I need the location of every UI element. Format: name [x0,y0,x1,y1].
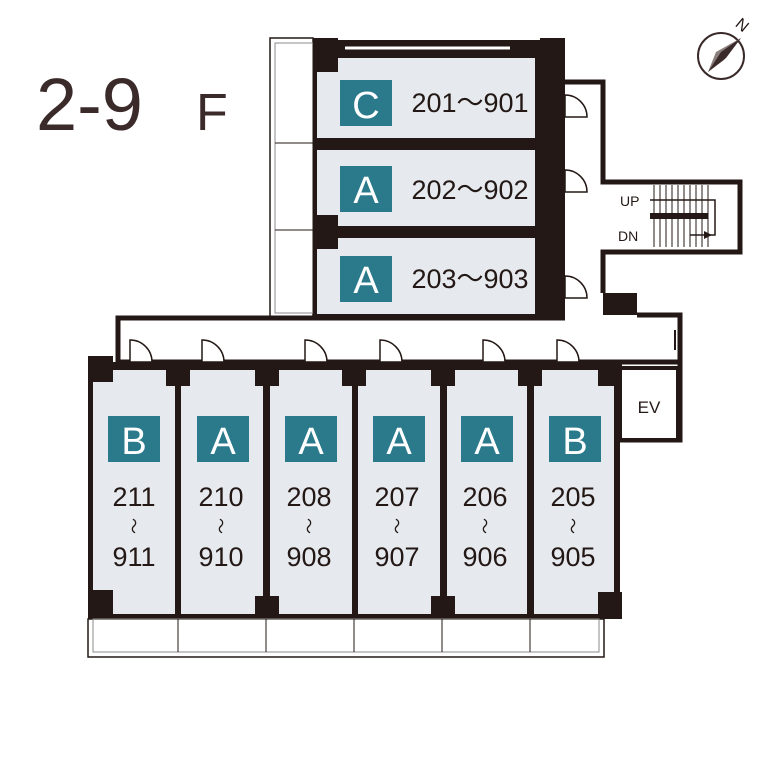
unit-type-badge [285,416,337,462]
unit-type-badge [461,416,513,462]
unit-number-range: 203～903 [411,264,528,294]
unit-type-letter: A [210,421,236,463]
unit-type-letter: A [353,260,379,302]
unit-number-bottom: 905 [550,542,595,572]
unit-number-top: 207 [374,482,419,512]
elevator: EV [618,366,680,442]
unit-room: C 201～901 [313,40,565,143]
north-doors [564,94,588,299]
unit-type-badge [340,256,392,302]
north-units: C 201～901 A 202～902 A 203～903 [313,38,565,320]
unit-type-badge [197,416,249,462]
stairs: UP DN [618,185,732,247]
unit-type-letter: A [298,421,324,463]
stairs-down-label: DN [618,228,638,244]
south-building [88,362,620,619]
north-balcony [269,37,314,319]
unit-number-top: 210 [198,482,243,512]
unit-type-badge [108,416,160,462]
unit-number-bottom: 906 [462,542,507,572]
compass-north-label: N [732,15,752,35]
compass: N [697,15,752,80]
south-pillars [88,356,622,619]
unit-room: A 203～903 [313,230,565,320]
unit-type-badge [340,166,392,212]
unit-room: A 206 〜 906 [447,370,527,614]
floor-suffix: F [196,84,228,142]
unit-number-bottom: 910 [198,542,243,572]
unit-type-letter: A [353,170,379,212]
unit-number-top: 211 [112,482,155,512]
unit-room: B 205 〜 905 [534,370,614,614]
unit-type-badge [549,416,601,462]
unit-number-bottom: 907 [374,542,419,572]
unit-number-range: 201～901 [411,88,528,118]
unit-number-range: 202～902 [411,175,528,205]
floor-range: 2-9 [36,63,143,146]
unit-number-sep: 〜 [299,518,316,534]
unit-type-letter: B [562,421,587,463]
south-doors [129,339,580,363]
unit-type-letter: A [386,421,412,463]
unit-number-sep: 〜 [563,518,580,534]
unit-type-badge [340,80,392,126]
unit-number-sep: 〜 [387,518,404,534]
unit-room: A 208 〜 908 [270,370,352,614]
unit-number-top: 206 [462,482,507,512]
unit-type-letter: C [352,85,379,127]
unit-type-letter: B [121,421,146,463]
unit-number-bottom: 911 [112,542,155,572]
compass-needle-dark [708,38,741,72]
unit-number-sep: 〜 [475,518,492,534]
unit-room: B 211 〜 911 [93,370,175,614]
south-units: B 211 〜 911 A 210 〜 910 A 208 〜 908 A 20… [93,370,614,614]
unit-room: A 210 〜 910 [181,370,263,614]
unit-number-bottom: 908 [286,542,331,572]
stairs-up-label: UP [620,193,639,209]
unit-type-letter: A [474,421,500,463]
south-balcony [87,618,605,658]
unit-number-sep: 〜 [211,518,228,534]
floor-title: 2-9 F [36,63,228,146]
elevator-label: EV [638,398,661,417]
unit-room: A 207 〜 907 [358,370,440,614]
unit-number-sep: 〜 [124,518,141,534]
unit-number-top: 205 [550,482,595,512]
unit-type-badge [373,416,425,462]
unit-number-top: 208 [286,482,331,512]
arrow-icon [704,231,712,239]
unit-room: A 202～902 [313,143,565,230]
